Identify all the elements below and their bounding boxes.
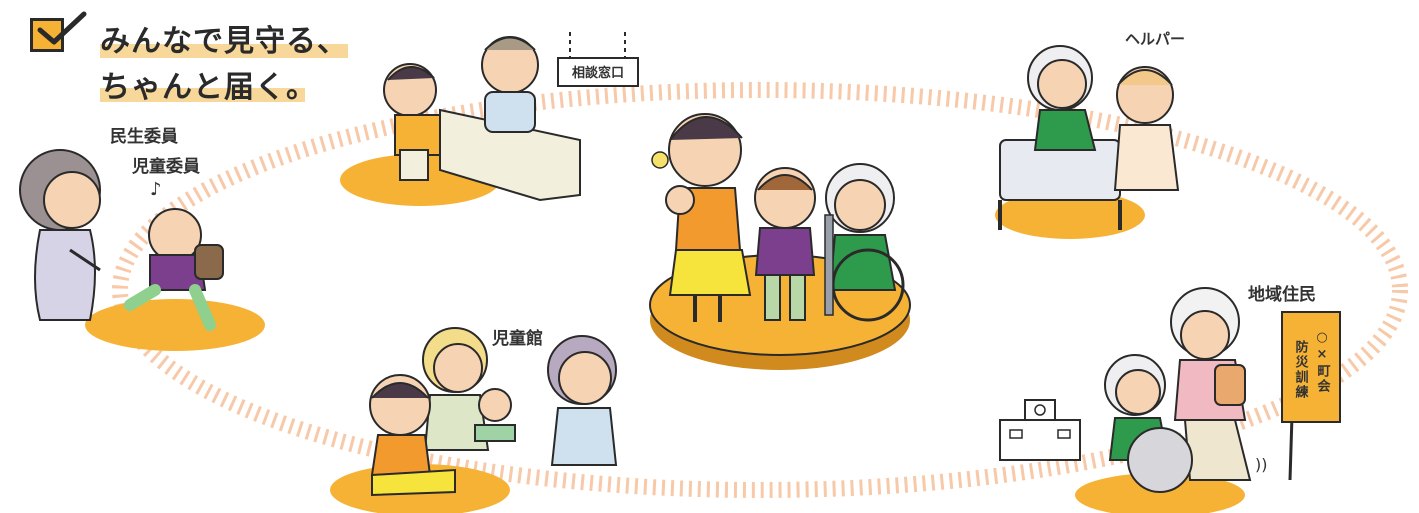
banner-col2: 防災訓練 [1293, 339, 1309, 400]
scene-residents: ○×町会 防災訓練 )) [999, 287, 1341, 513]
label-residents: 地域住民 [1248, 285, 1316, 305]
title-highlight-2 [100, 88, 305, 102]
label-jidokan: 児童館 [492, 329, 543, 349]
label-minsei-iin: 民生委員 [110, 127, 178, 147]
scene-consultation [340, 36, 581, 206]
dotted-ring [112, 82, 1408, 498]
title-line-1: みんなで見守る、 [100, 24, 348, 59]
drill-banner: ○×町会 防災訓練 [1281, 311, 1341, 481]
scene-helper [995, 45, 1180, 239]
consult-sign: 相談窓口 [557, 32, 639, 87]
building-icon [999, 399, 1081, 461]
label-jido-iin: 児童委員 [132, 157, 200, 177]
scene-center-family [649, 113, 911, 370]
consult-sign-label: 相談窓口 [572, 65, 624, 81]
scene-minsei-iin: ♪ [19, 149, 265, 351]
svg-text:)): )) [1255, 455, 1267, 474]
title-highlight-1 [100, 44, 348, 58]
label-helper: ヘルパー [1125, 30, 1186, 48]
checkmark-icon [37, 11, 87, 45]
scene-jidokan [330, 327, 618, 513]
svg-text:♪: ♪ [150, 179, 162, 200]
title-line-2: ちゃんと届く。 [100, 70, 317, 105]
banner-col1: ○×町会 [1315, 330, 1331, 394]
